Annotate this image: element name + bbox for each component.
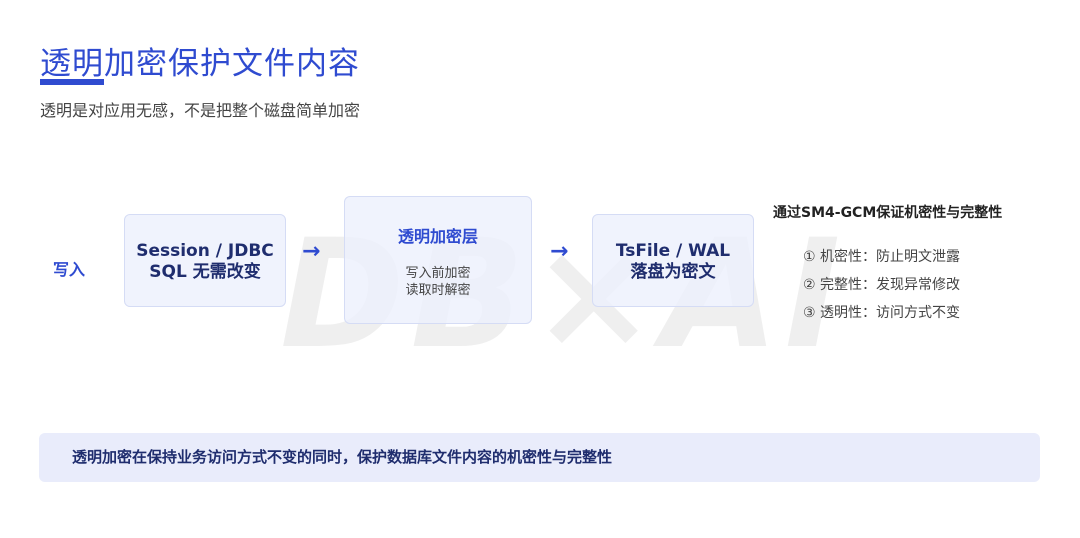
properties-heading: 通过SM4-GCM保证机密性与完整性 [773,205,1003,221]
page-title: 透明加密保护文件内容 [40,46,360,82]
title-underline [40,79,104,85]
flow-step-storage-line-1: TsFile / WAL [615,241,731,261]
flow-arrow-right-icon: → [302,239,321,264]
flow-step-encryption-title: 透明加密层 [397,227,478,246]
flow-step-client-line-1: Session / JDBC [136,241,274,261]
page-subtitle: 透明是对应用无感，不是把整个磁盘简单加密 [40,101,361,120]
flow-step-encryption-line-2: 读取时解密 [405,283,471,298]
property-item: ① 机密性：防止明文泄露 [803,249,961,265]
flow-step-storage-line-2: 落盘为密文 [630,262,716,282]
flow-entry-label: 写入 [53,260,86,279]
flow-step-encryption-layer: 透明加密层 写入前加密 读取时解密 [344,196,532,324]
property-item: ② 完整性：发现异常修改 [803,277,961,293]
flow-step-client: Session / JDBC SQL 无需改变 [124,214,286,307]
flow-arrow-right-icon: → [550,239,569,264]
summary-banner: 透明加密在保持业务访问方式不变的同时，保护数据库文件内容的机密性与完整性 [39,433,1040,482]
flow-step-storage: TsFile / WAL 落盘为密文 [592,214,754,307]
flow-step-encryption-line-1: 写入前加密 [405,266,471,281]
property-item: ③ 透明性：访问方式不变 [803,305,961,321]
flow-step-client-line-2: SQL 无需改变 [149,262,261,282]
properties-list: ① 机密性：防止明文泄露 ② 完整性：发现异常修改 ③ 透明性：访问方式不变 [803,247,960,331]
